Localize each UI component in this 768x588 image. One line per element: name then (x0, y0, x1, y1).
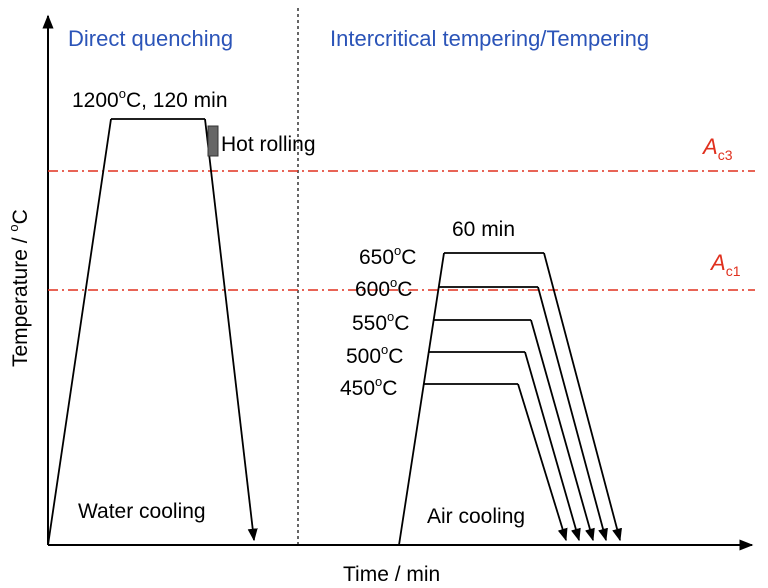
temp-450-value: 450 (340, 377, 375, 400)
temp-500-value: 500 (346, 345, 381, 368)
ac3-subscript: c3 (718, 147, 733, 163)
temp-650-degree: o (394, 243, 401, 258)
ac1-label: Ac1 (709, 250, 741, 279)
ac3-label: Ac3 (701, 134, 733, 163)
temp-450-unit: C (382, 377, 397, 400)
hot-rolling-block (207, 125, 219, 157)
tempering-450-cooling (517, 383, 568, 542)
temp-label-650: 650oC (359, 243, 416, 269)
temp-450-degree: o (375, 374, 382, 389)
dq-heating-ramp (47, 118, 112, 546)
temp-label-600: 600oC (355, 275, 412, 301)
temp-500-unit: C (388, 345, 403, 368)
tempering-500-profile (428, 351, 581, 542)
tempering-550-profile (433, 319, 595, 542)
temp-500-degree: o (381, 342, 388, 357)
tempering-600-profile (438, 286, 608, 542)
soak-rest: C, 120 min (126, 89, 228, 112)
temp-550-value: 550 (352, 312, 387, 335)
temp-600-value: 600 (355, 278, 390, 301)
hold-time-label: 60 min (452, 218, 515, 241)
soak-label: 1200oC, 120 min (72, 86, 228, 112)
ac1-subscript: c1 (726, 263, 741, 279)
hot-rolling-label: Hot rolling (221, 133, 316, 156)
ac3-symbol: A (701, 134, 718, 159)
ac1-symbol: A (709, 250, 726, 275)
temp-650-unit: C (401, 246, 416, 269)
temp-550-unit: C (394, 312, 409, 335)
y-axis-label-degree: o (6, 224, 21, 231)
x-axis-label: Time / min (343, 563, 440, 586)
temp-label-450: 450oC (340, 374, 397, 400)
dq-cooling-ramp (204, 118, 258, 542)
y-axis-label: Temperature / oC (6, 209, 32, 367)
temp-550-degree: o (387, 309, 394, 324)
temp-650-value: 650 (359, 246, 394, 269)
temp-600-degree: o (390, 275, 397, 290)
soak-degree: o (119, 86, 126, 101)
temp-600-unit: C (397, 278, 412, 301)
tempering-500-cooling (524, 351, 581, 542)
tempering-650-profile (444, 252, 622, 542)
tempering-550-cooling (530, 319, 595, 542)
y-axis-label-unit: C (9, 209, 32, 224)
tempering-450-profile (423, 383, 568, 542)
y-axis-label-text: Temperature / (9, 232, 32, 367)
soak-temp: 1200 (72, 89, 119, 112)
tempering-650-cooling (543, 252, 622, 542)
temp-label-550: 550oC (352, 309, 409, 335)
direct-quenching-title: Direct quenching (68, 26, 233, 51)
tempering-title: Intercritical tempering/Tempering (330, 26, 649, 51)
tempering-heating-ramp (398, 252, 445, 546)
tempering-600-cooling (537, 286, 608, 542)
air-cooling-label: Air cooling (427, 505, 525, 528)
temp-label-500: 500oC (346, 342, 403, 368)
water-cooling-label: Water cooling (78, 500, 206, 523)
